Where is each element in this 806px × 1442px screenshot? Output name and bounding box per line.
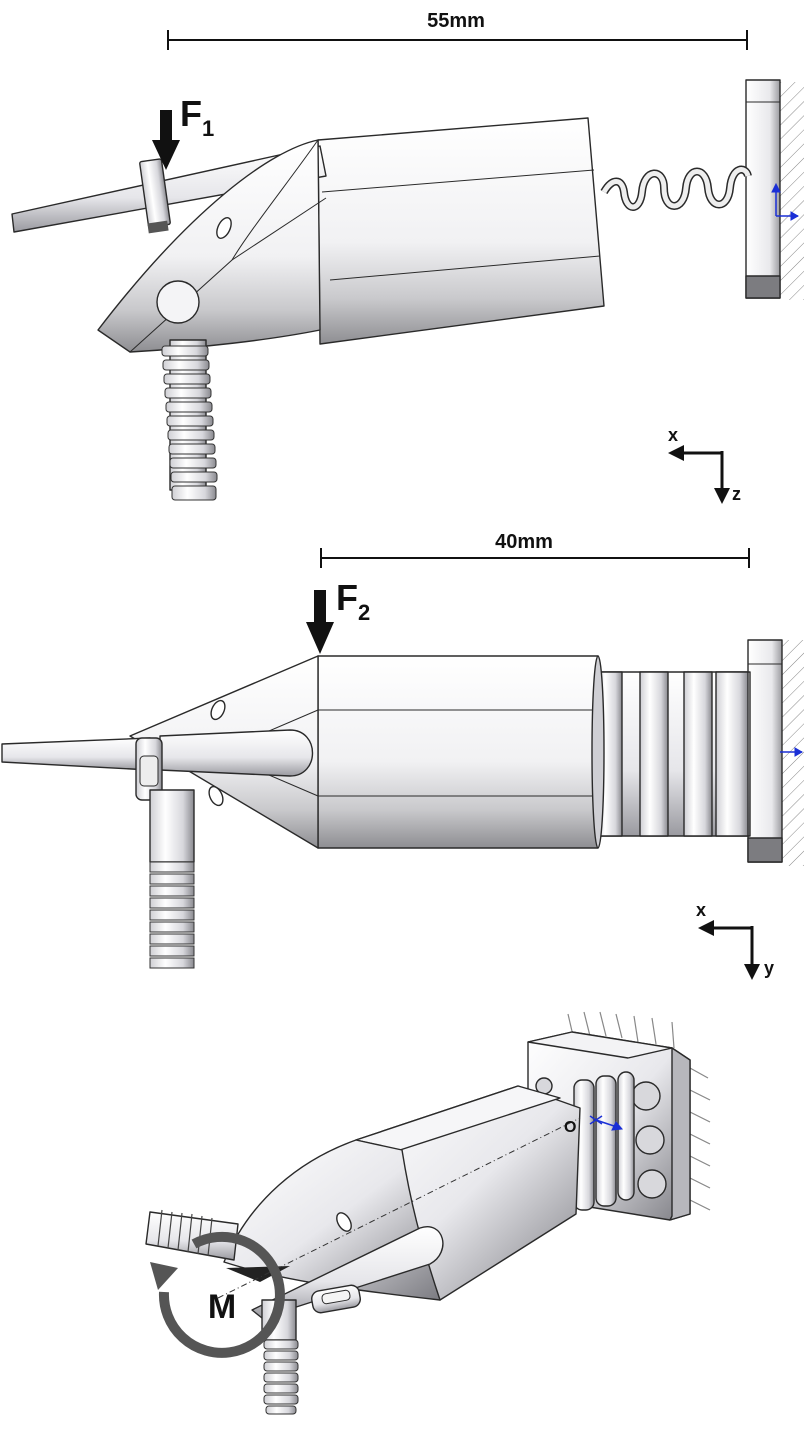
- axis-indicator-xy: x y: [696, 900, 774, 980]
- force-arrow-f1: [152, 110, 180, 170]
- top-view-panel: 40mm: [1, 531, 804, 980]
- axis-indicator-xz: x z: [668, 425, 741, 504]
- pivot-hole: [156, 280, 200, 324]
- axis-label-z: z: [732, 484, 741, 504]
- coordinate-marker: [771, 182, 800, 221]
- force-label-f1: F1: [180, 93, 214, 141]
- nose-cone: [97, 139, 327, 353]
- axis-label-x: x: [668, 425, 678, 445]
- axis-label-y: y: [764, 958, 774, 978]
- needle-clamp: [139, 158, 171, 234]
- dimension-label: 40mm: [495, 531, 553, 553]
- coordinate-marker: [780, 747, 804, 757]
- dimension-label: 55mm: [427, 10, 485, 32]
- iso-view-panel: O M: [145, 1011, 711, 1415]
- needle-rod: [11, 145, 327, 233]
- threaded-shaft: [161, 339, 218, 501]
- force-arrow-f2: [306, 590, 334, 654]
- needle-rod: [1, 729, 314, 777]
- coordinate-marker: [589, 1115, 624, 1131]
- side-view-panel: 55mm: [11, 10, 804, 504]
- housing-body: [317, 655, 605, 849]
- axis-label-x: x: [696, 900, 706, 920]
- mounting-plate: [747, 639, 783, 863]
- moment-arrow: [150, 1231, 285, 1358]
- flexure-bellows: [589, 671, 751, 837]
- wall-hatch: [567, 1011, 711, 1211]
- wall-hatch: [782, 640, 804, 866]
- force-label-f2: F2: [336, 577, 370, 625]
- threaded-shaft: [149, 789, 195, 969]
- housing-body: [355, 1085, 581, 1301]
- dimension-line-55mm: 55mm: [167, 10, 748, 50]
- housing-body: [317, 117, 605, 345]
- needle-clamp: [135, 737, 163, 801]
- needle-clamp: [311, 1284, 361, 1314]
- dimension-line-40mm: 40mm: [320, 531, 750, 568]
- flexure-bellows: [573, 1071, 635, 1211]
- moment-label: M: [208, 1288, 236, 1326]
- threaded-shaft: [145, 1209, 239, 1261]
- wall-hatch: [780, 82, 804, 300]
- origin-label: O: [564, 1119, 576, 1136]
